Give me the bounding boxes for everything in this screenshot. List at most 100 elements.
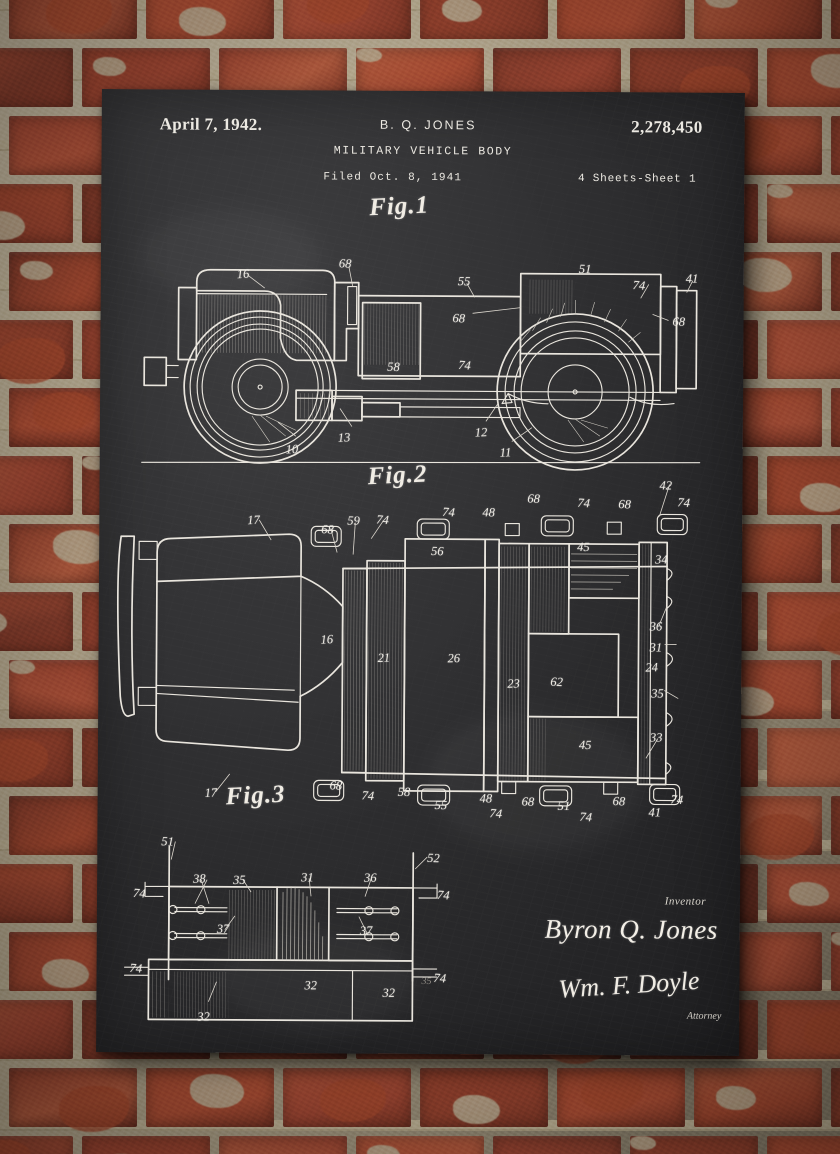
ref-numeral-68: 68 <box>329 778 343 793</box>
ref-numeral-74: 74 <box>577 495 591 511</box>
ref-numeral-56: 56 <box>430 543 444 559</box>
ref-numeral-74: 74 <box>436 887 450 903</box>
brick <box>82 1136 210 1154</box>
ref-numeral-55: 55 <box>434 797 448 813</box>
ref-numeral-48: 48 <box>482 505 495 520</box>
ref-numeral-17: 17 <box>246 512 261 528</box>
ref-numeral-74: 74 <box>361 788 375 804</box>
ref-numeral-37: 37 <box>359 923 373 938</box>
ref-numeral-68: 68 <box>672 314 686 329</box>
ref-numeral-74: 74 <box>632 277 646 293</box>
ref-numeral-38: 38 <box>193 871 206 886</box>
ref-numeral-11: 11 <box>499 445 512 460</box>
reference-leader-lines <box>170 266 694 1002</box>
fig3-label: Fig.3 <box>225 780 287 811</box>
fig1-label: Fig.1 <box>368 191 430 222</box>
brick-patch <box>0 1140 31 1154</box>
mortar-erosion <box>356 48 382 62</box>
mortar-erosion <box>831 932 840 946</box>
ref-numeral-74: 74 <box>457 357 472 373</box>
ref-numeral-48: 48 <box>479 791 493 806</box>
ref-numeral-16: 16 <box>320 632 334 647</box>
ref-numeral-16: 16 <box>236 266 250 282</box>
mortar-erosion <box>190 1074 244 1108</box>
mortar-erosion <box>367 1145 400 1154</box>
mortar-erosion <box>705 0 738 8</box>
ref-numeral-36: 36 <box>364 870 377 885</box>
inventor-signature: Byron Q. Jones <box>544 913 718 945</box>
ref-numeral-13: 13 <box>337 430 351 445</box>
inventor-label: Inventor <box>664 895 707 908</box>
ref-numeral-58: 58 <box>387 359 400 374</box>
attorney-label: Attorney <box>686 1010 722 1022</box>
brick <box>831 1068 840 1127</box>
mortar-erosion <box>453 1095 500 1124</box>
mortar-erosion <box>442 0 482 22</box>
ref-numeral-34: 34 <box>654 552 668 567</box>
ref-numeral-32: 32 <box>304 978 318 993</box>
brick <box>557 0 685 39</box>
brick <box>219 1136 347 1154</box>
ref-numeral-45: 45 <box>578 737 592 753</box>
ref-numeral-26: 26 <box>447 651 461 666</box>
ref-numeral-37: 37 <box>216 921 230 936</box>
mortar-erosion <box>738 258 792 292</box>
brick <box>694 1068 822 1127</box>
ref-numeral-41: 41 <box>648 805 662 820</box>
mortar-erosion <box>20 261 53 280</box>
ref-numeral-51: 51 <box>557 798 571 814</box>
patent-print-poster[interactable]: April 7, 1942. B. Q. JONES 2,278,450 MIL… <box>96 89 745 1056</box>
ref-numeral-58: 58 <box>397 784 411 800</box>
mortar-erosion <box>9 660 35 674</box>
ref-numeral-74: 74 <box>375 512 390 528</box>
ref-numeral-33: 33 <box>649 730 663 745</box>
brick <box>420 0 548 39</box>
ref-numeral-12: 12 <box>474 425 488 440</box>
mortar-erosion <box>789 882 829 906</box>
ref-numeral-35: 35 <box>651 686 664 701</box>
ref-numeral-55: 55 <box>457 274 471 289</box>
brick <box>831 252 840 311</box>
brick-patch <box>581 1072 643 1112</box>
ref-numeral-41: 41 <box>685 271 699 286</box>
ref-numeral-42: 42 <box>659 478 673 493</box>
drafting-mark: 35 <box>421 976 432 988</box>
brick <box>831 796 840 855</box>
ref-numeral-68: 68 <box>521 794 535 809</box>
ref-numeral-31: 31 <box>301 870 314 885</box>
brick-patch <box>817 610 840 656</box>
mortar-erosion <box>93 57 126 76</box>
ref-numeral-68: 68 <box>452 310 466 326</box>
ref-numeral-68: 68 <box>320 522 335 537</box>
ref-numeral-51: 51 <box>161 834 175 849</box>
ref-numeral-74: 74 <box>132 885 146 901</box>
brick-patch <box>33 392 95 432</box>
mortar-erosion <box>800 483 840 512</box>
mortar-erosion <box>42 959 89 988</box>
fig1-front-wheel <box>183 310 337 464</box>
brick <box>0 48 73 107</box>
fig1-rear-wheel <box>496 299 654 471</box>
ref-numeral-23: 23 <box>507 676 521 691</box>
brick <box>831 932 840 991</box>
ref-numeral-74: 74 <box>579 809 593 825</box>
ref-numeral-17: 17 <box>204 785 218 801</box>
ref-numeral-68: 68 <box>527 491 541 506</box>
brick <box>767 1136 840 1154</box>
brick <box>831 524 840 583</box>
brick <box>831 388 840 447</box>
brick <box>767 728 840 787</box>
ref-numeral-45: 45 <box>577 539 590 555</box>
ref-numeral-21: 21 <box>377 650 391 665</box>
ref-numeral-31: 31 <box>649 640 663 655</box>
ref-numeral-68: 68 <box>618 496 632 512</box>
fig3-drawing <box>123 845 438 1022</box>
ref-numeral-32: 32 <box>197 1009 210 1024</box>
brick <box>0 456 73 515</box>
ref-numeral-32: 32 <box>382 985 396 1000</box>
brick <box>630 1136 758 1154</box>
mortar-erosion <box>767 184 793 198</box>
ref-numeral-51: 51 <box>578 261 592 277</box>
ref-numeral-10: 10 <box>285 441 299 457</box>
